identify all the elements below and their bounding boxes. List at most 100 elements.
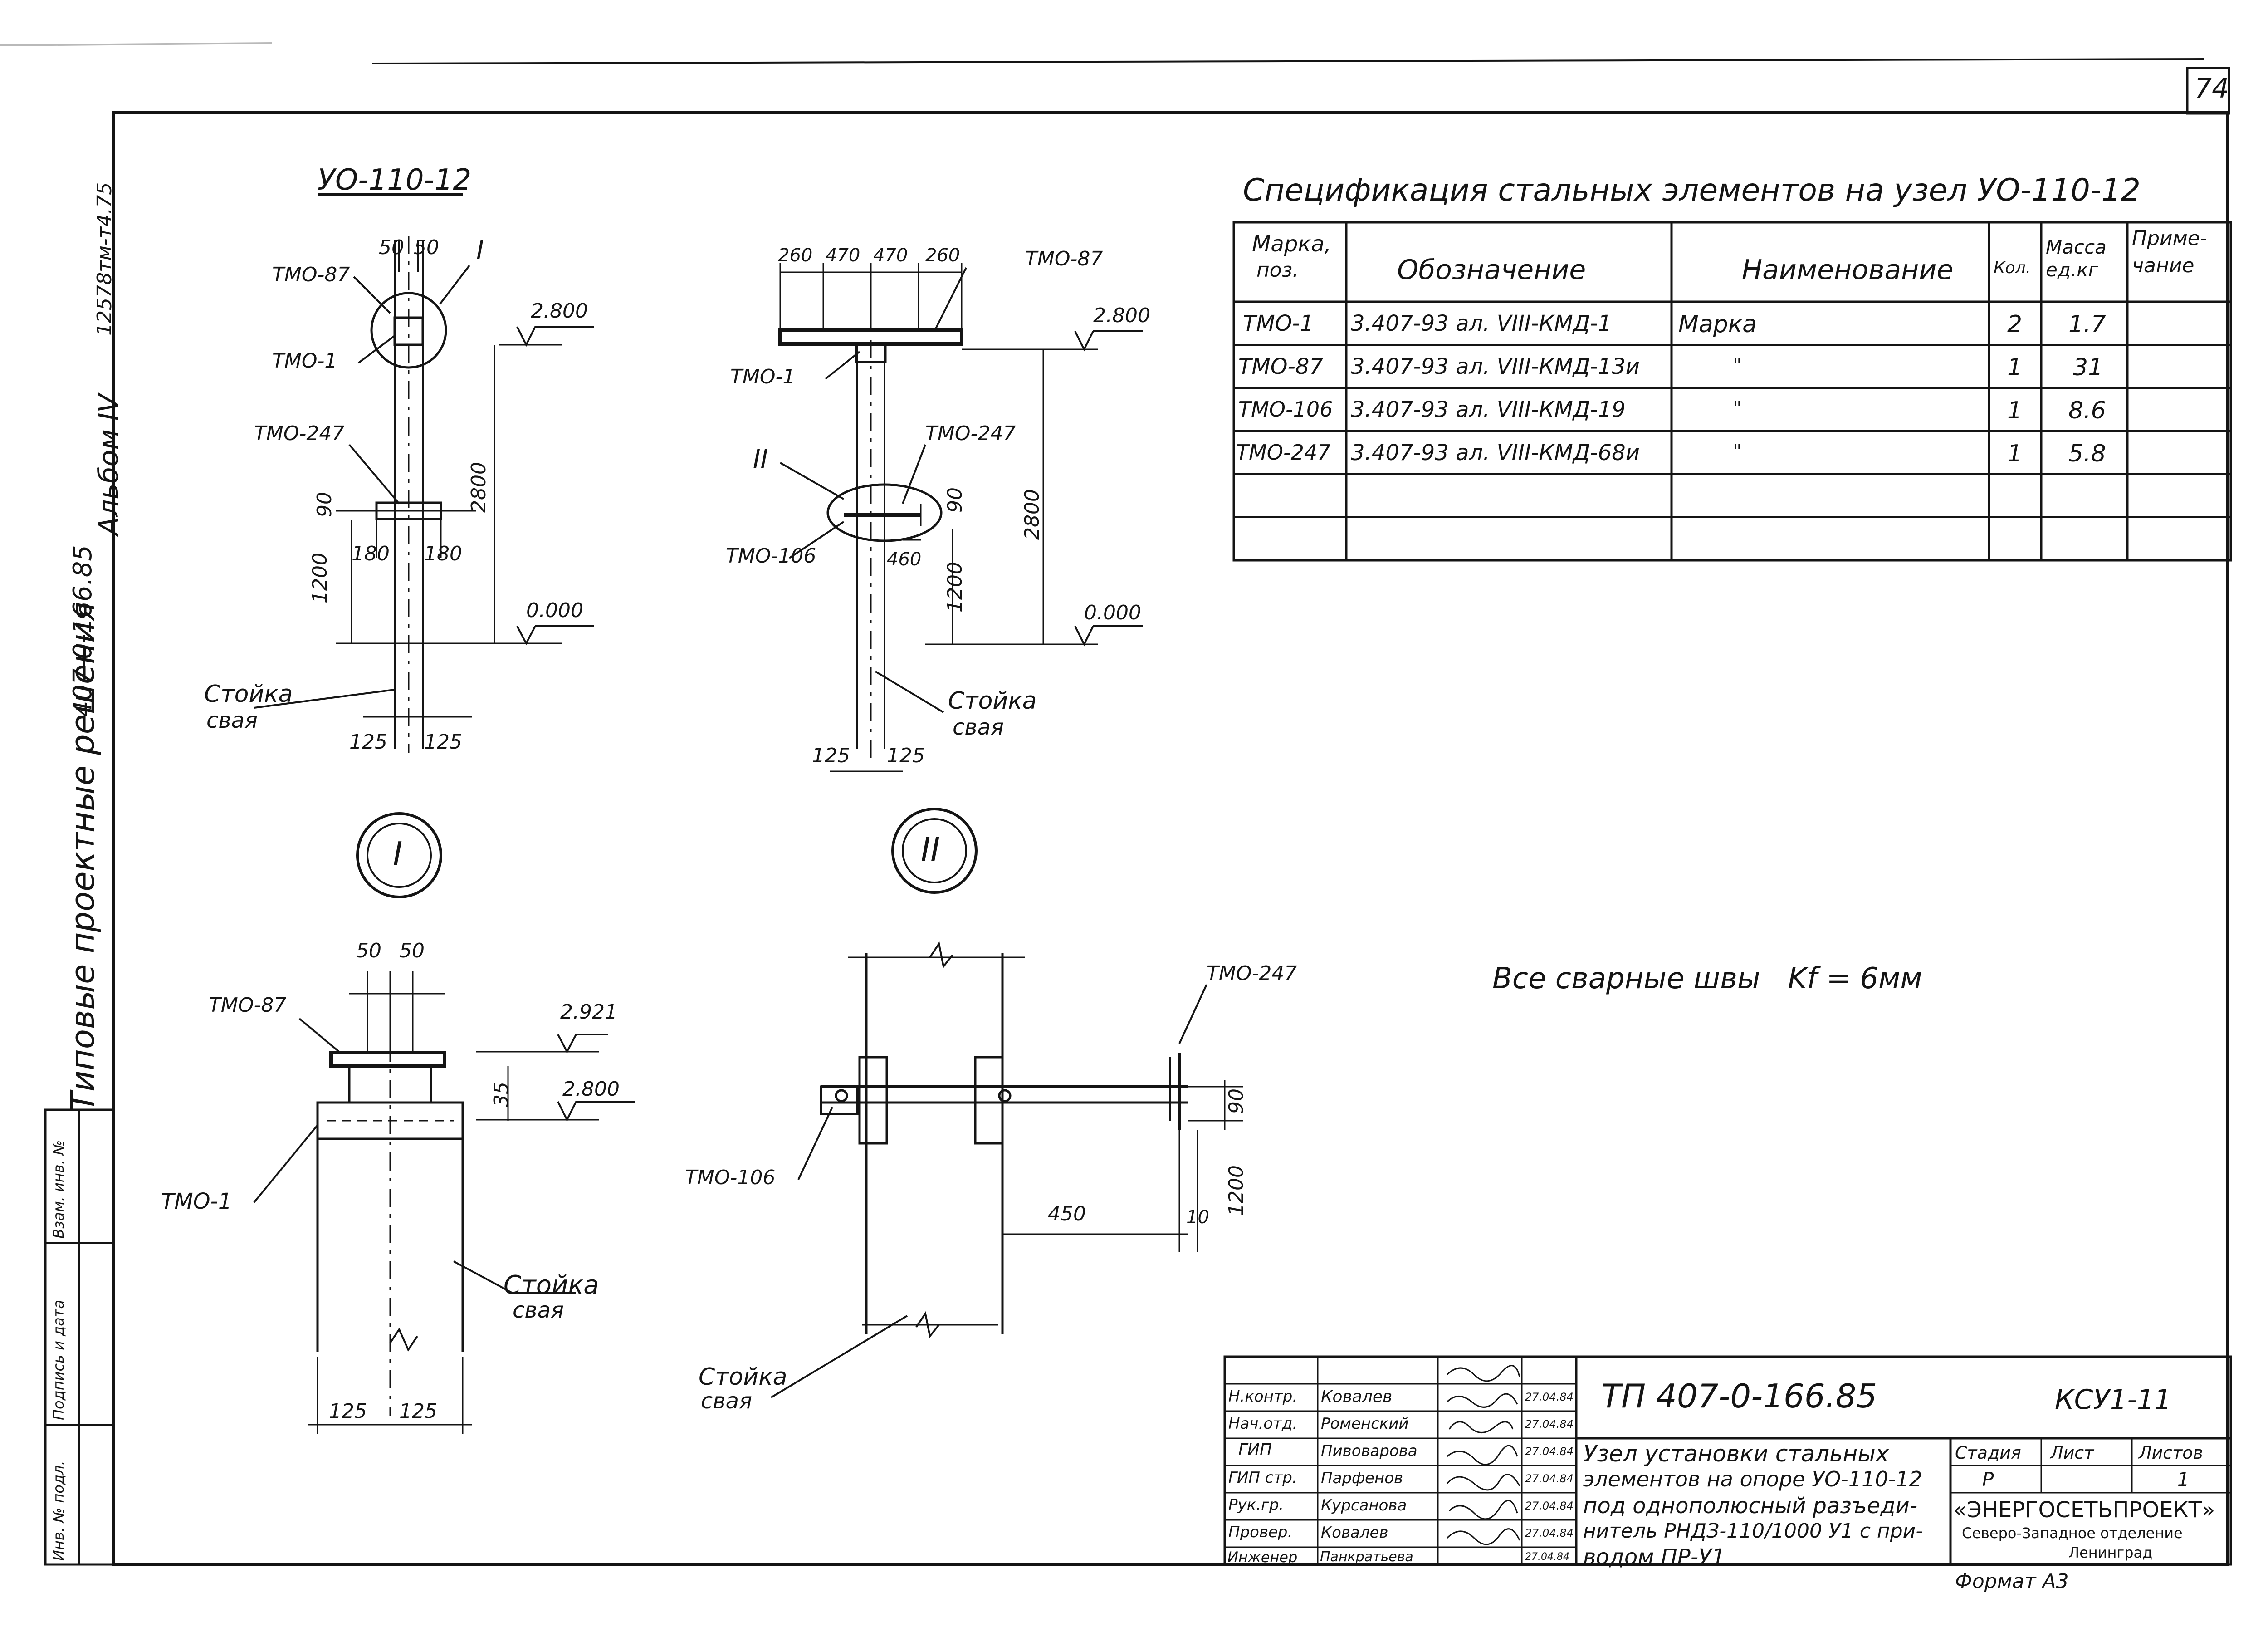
spec-row-4-mark: ТМО-247 [1236,440,1331,465]
spec-row-4-designation: 3.407-93 ал. VIII-КМД-68и [1351,440,1640,466]
spec-row-2-designation: 3.407-93 ал. VIII-КМД-13и [1351,354,1640,379]
spec-header-note-1: Приме- [2132,227,2207,250]
view-b-dim-460: 460 [887,549,922,570]
tb-desc-3: под однополюсный разъеди- [1583,1493,1918,1519]
spec-header-note-2: чание [2132,254,2195,277]
signature-scribbles [1446,1365,1520,1545]
detail-1-lines [253,812,635,1434]
view-a-dim-180a: 180 [352,542,390,565]
view-a-dim-180b: 180 [424,542,462,565]
view-a-dim-2800: 2800 [467,462,490,513]
detail-2-tmo106: ТМО-106 [685,1166,776,1189]
spec-row-4-name: " [1733,440,1742,463]
spec-row-3-mass: 8.6 [2068,397,2106,424]
spec-row-4-qty: 1 [2007,440,2023,467]
spec-row-1-name: Марка [1678,311,1757,338]
view-b-lvl-2800: 2.800 [1093,304,1150,327]
view-a-dim-50a: 50 [379,236,404,259]
detail-1-dim-50b: 50 [399,939,425,962]
tb-role-7: Инженер [1227,1549,1298,1566]
detail-1-dim-125a: 125 [329,1400,367,1423]
side-code: 12578тм-т4.75 [93,182,116,336]
view-a-dim-125a: 125 [349,730,387,754]
view-a-dim-90: 90 [313,492,336,517]
tb-name-5: Курсанова [1321,1496,1407,1515]
detail-2-dim-90: 90 [1225,1088,1248,1114]
view-b-stand2: свая [953,715,1004,740]
spec-row-3-name: " [1733,397,1742,420]
detail-2-stand1: Стойка [699,1363,787,1391]
spec-header-qty: Кол. [1994,259,2031,277]
view-a-tmo1: ТМО-1 [272,349,337,373]
view-b-tmo247: ТМО-247 [925,422,1016,445]
detail-2-dim-10: 10 [1186,1207,1209,1228]
view-a-dim-125b: 125 [424,730,462,754]
tb-org: «ЭНЕРГОСЕТЬПРОЕКТ» [1953,1497,2215,1523]
detail-1-circle-label: I [393,835,403,873]
spec-row-4-mass: 5.8 [2068,440,2106,467]
tb-name-6: Ковалев [1321,1524,1388,1542]
view-b-dim-470b: 470 [873,245,908,266]
tb-date-2: 27.04.84 [1525,1418,1574,1431]
tb-date-6: 27.04.84 [1525,1527,1574,1539]
tb-role-3: ГИП [1238,1441,1272,1459]
view-b-dim-2800: 2800 [1021,489,1044,540]
view-a-lvl-000: 0.000 [526,599,583,622]
view-b-lvl-000: 0.000 [1084,601,1141,624]
side-line3: Типовые проектные решения [64,602,102,1112]
tb-date-5: 27.04.84 [1525,1500,1574,1512]
spec-header-mark-1: Марка, [1252,231,1331,257]
detail-1-lvl-2921: 2.921 [560,1000,617,1024]
stamp-swap: Взам. инв. № [50,1140,67,1239]
tb-name-2: Роменский [1321,1415,1409,1433]
tb-branch-1: Северо-Западное отделение [1962,1524,2183,1542]
view-a-stand2: свая [206,708,258,733]
tb-role-5: Рук.гр. [1228,1496,1284,1514]
tb-role-4: ГИП стр. [1228,1469,1297,1487]
spec-row-1-mass: 1.7 [2068,311,2106,338]
title-block-grid [1223,1355,2232,1566]
view-b-dim-90: 90 [943,487,967,513]
detail-2-circle-label: II [921,830,940,868]
view-b-dim-125a: 125 [812,744,850,767]
tb-sheet-label: Лист [2050,1443,2094,1463]
detail-1-dim-125b: 125 [399,1400,437,1423]
view-b-tmo1: ТМО-1 [730,365,796,388]
view-b-dim-125b: 125 [887,744,925,767]
detail-1-tmo87: ТМО-87 [209,994,287,1017]
view-a-callout-1: I [476,236,484,265]
tb-desc-4: нитель РНДЗ-110/1000 У1 с при- [1583,1519,1923,1543]
spec-row-1-mark: ТМО-1 [1243,311,1314,336]
view-b-tmo106: ТМО-106 [726,544,816,568]
view-b-lines [778,263,1143,772]
view-b-dim-260b: 260 [925,245,960,266]
tb-stage-value: Р [1982,1468,1994,1490]
detail-2-lines [770,808,1243,1398]
spec-header-mass-2: ед.кг [2046,259,2098,281]
spec-header-mark-2: поз. [1256,259,1299,282]
tb-name-7: Панкратьева [1320,1549,1413,1565]
detail-1-dim-50a: 50 [356,939,381,962]
format-label: Формат А3 [1955,1570,2069,1593]
spec-row-2-qty: 1 [2007,354,2023,381]
spec-row-3-designation: 3.407-93 ал. VIII-КМД-19 [1351,397,1626,422]
stamp-sign: Подпись и дата [50,1299,67,1420]
tb-date-7: 27.04.84 [1525,1551,1569,1563]
tb-name-3: Пивоварова [1321,1442,1418,1460]
detail-2-tmo247: ТМО-247 [1207,962,1297,985]
tb-desc-2: элементов на опоре УО-110-12 [1583,1467,1922,1491]
spec-header-name: Наименование [1742,254,1954,286]
view-a-dim-50b: 50 [414,236,439,259]
spec-row-1-designation: 3.407-93 ал. VIII-КМД-1 [1351,311,1612,336]
spec-row-2-mark: ТМО-87 [1238,354,1323,379]
view-b-stand1: Стойка [948,687,1037,715]
view-b-tmo87: ТМО-87 [1025,247,1103,270]
tb-role-2: Нач.отд. [1228,1415,1298,1433]
view-b-dim-260a: 260 [778,245,813,266]
tb-date-4: 27.04.84 [1525,1472,1574,1485]
detail-1-tmo1: ТМО-1 [161,1189,232,1214]
detail-1-stand1: Стойка [503,1270,599,1300]
view-a-lvl-2800: 2.800 [531,299,588,323]
tb-sheets-label: Листов [2139,1443,2203,1463]
